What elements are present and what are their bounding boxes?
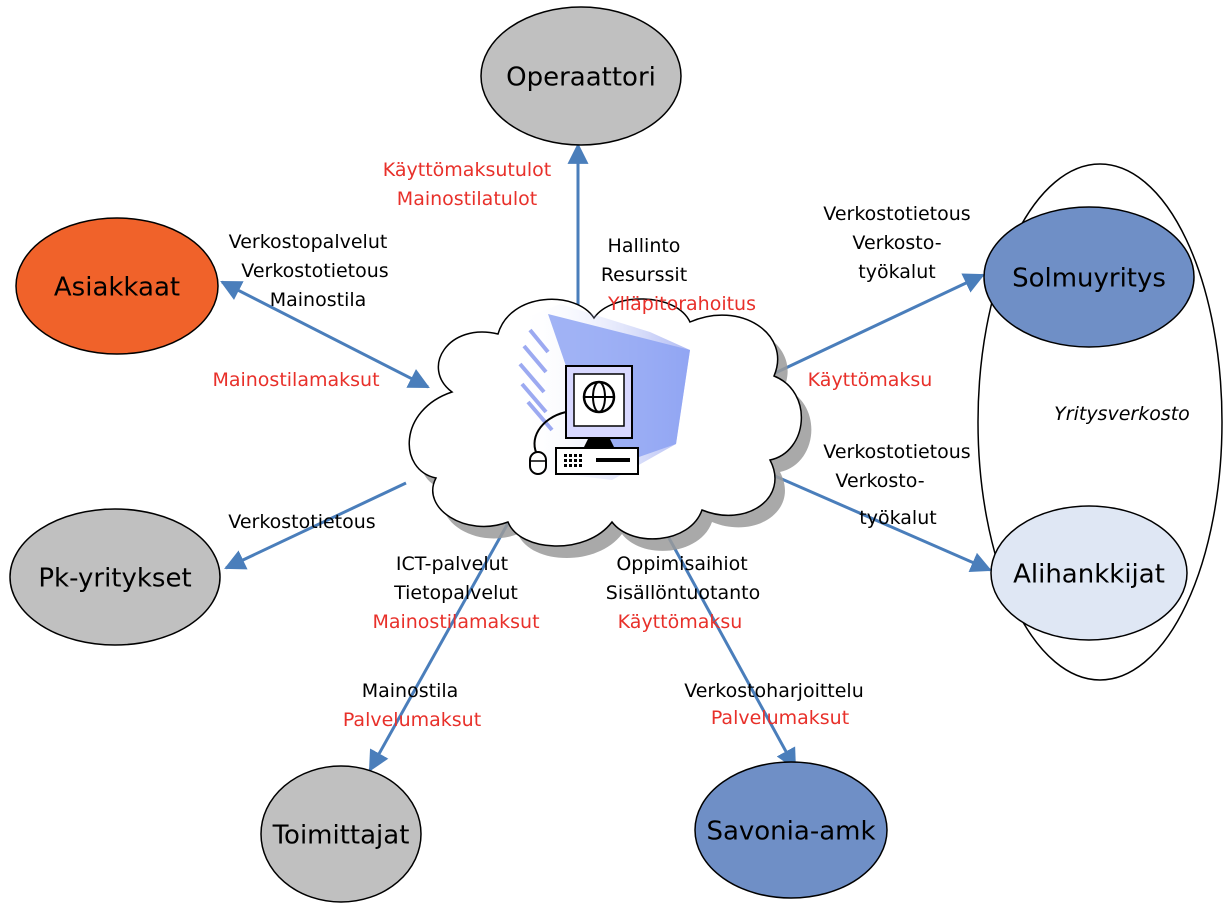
arrow-solmuyritys (754, 273, 985, 384)
node-savonia-label: Savonia-amk (706, 817, 875, 847)
label-kayttomaksu-solmu: Käyttömaksu (808, 369, 933, 391)
connection-arrows (220, 142, 992, 772)
label-resurssit: Resurssit (601, 264, 687, 286)
label-yllapitorahoitus: Ylläpitorahoitus (607, 293, 756, 315)
arrow-toimittajat (368, 496, 524, 772)
labels-toimittajat: ICT-palvelut Tietopalvelut Mainostilamak… (343, 553, 540, 731)
label-verkosto-alihankkijat: Verkosto- (835, 470, 924, 492)
label-oppimisaihiot: Oppimisaihiot (616, 553, 747, 575)
node-toimittajat-label: Toimittajat (272, 821, 410, 851)
labels-savonia: Oppimisaihiot Sisällöntuotanto Käyttömak… (606, 553, 864, 729)
label-verkostotietous-alihankkijat: Verkostotietous (823, 441, 970, 463)
label-verkostotietous-asiakkaat: Verkostotietous (241, 260, 388, 282)
yritysverkosto-label: Yritysverkosto (1054, 403, 1190, 425)
labels-operaattori: Käyttömaksutulot Mainostilatulot Hallint… (383, 159, 756, 315)
labels-alihankkijat: Verkostotietous Verkosto- työkalut (823, 441, 970, 529)
label-tyokalut-solmu: työkalut (858, 261, 935, 283)
label-verkostoharjoittelu: Verkostoharjoittelu (684, 680, 864, 702)
label-ict-palvelut: ICT-palvelut (396, 553, 508, 575)
yritysverkosto-group (977, 163, 1223, 681)
label-mainostilamaksut-asiakkaat: Mainostilamaksut (212, 369, 379, 391)
label-tietopalvelut: Tietopalvelut (393, 582, 518, 604)
arrow-savonia (656, 516, 797, 770)
label-kayttomaksu-savonia: Käyttömaksu (618, 611, 743, 633)
mouse-icon (529, 451, 547, 475)
node-pk-yritykset-label: Pk-yritykset (38, 564, 191, 594)
label-kayttomaksutulot: Käyttömaksutulot (383, 159, 551, 181)
label-verkosto-solmu: Verkosto- (852, 232, 941, 254)
label-palvelumaksut-savonia: Palvelumaksut (711, 707, 849, 729)
label-mainostilamaksut-toimittajat: Mainostilamaksut (372, 611, 539, 633)
node-asiakkaat: Asiakkaat (15, 217, 219, 355)
node-operaattori: Operaattori (480, 6, 682, 146)
network-computer-icon (518, 304, 690, 480)
label-tyokalut-alihankkijat: työkalut (859, 507, 936, 529)
node-toimittajat: Toimittajat (260, 765, 422, 903)
node-asiakkaat-label: Asiakkaat (54, 273, 180, 303)
label-mainostila-asiakkaat: Mainostila (270, 289, 367, 311)
label-verkostopalvelut: Verkostopalvelut (229, 231, 388, 253)
label-palvelumaksut-toimittajat: Palvelumaksut (343, 709, 481, 731)
labels-solmuyritys: Verkostotietous Verkosto- työkalut Käytt… (808, 203, 971, 391)
node-solmuyritys-label: Solmuyritys (1012, 264, 1166, 294)
node-alihankkijat-label: Alihankkijat (1013, 560, 1165, 590)
label-verkostotietous-pk: Verkostotietous (228, 511, 375, 533)
label-mainostila-toimittajat: Mainostila (362, 680, 459, 702)
label-mainostilatulot: Mainostilatulot (397, 188, 537, 210)
labels-asiakkaat: Verkostopalvelut Verkostotietous Mainost… (212, 231, 388, 391)
node-operaattori-label: Operaattori (506, 63, 656, 93)
node-solmuyritys: Solmuyritys (983, 206, 1195, 348)
arrow-alihankkijat (751, 464, 992, 573)
label-verkostotietous-solmu: Verkostotietous (823, 203, 970, 225)
node-alihankkijat: Alihankkijat (990, 505, 1188, 641)
node-savonia: Savonia-amk (694, 761, 888, 899)
arrow-asiakkaat (220, 280, 430, 389)
label-sisallontuotanto: Sisällöntuotanto (606, 582, 760, 604)
node-pk-yritykset: Pk-yritykset (9, 508, 221, 646)
labels-pk-yritykset: Verkostotietous (228, 511, 375, 533)
label-hallinto: Hallinto (608, 235, 681, 257)
